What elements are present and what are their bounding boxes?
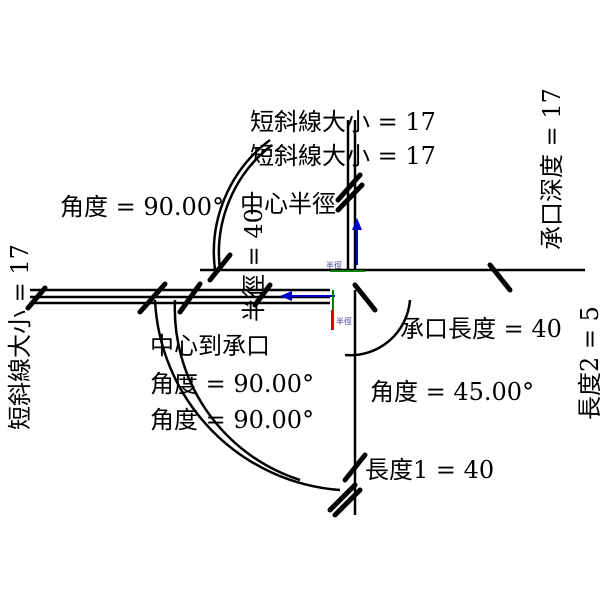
tick-size-label-left[interactable]: 短斜線大小 = 17 [6, 244, 34, 430]
dimension-ticks [25, 172, 513, 518]
length2-label[interactable]: 長度2 = 5 [576, 306, 600, 420]
tick-size-label-top-1[interactable]: 短斜線大小 = 17 [250, 108, 436, 136]
arc-right [344, 299, 412, 357]
center-to-socket-label[interactable]: 中心到承口 [150, 332, 270, 360]
radius-label[interactable]: 半徑 = 40 [240, 208, 268, 322]
pipe-geometry [30, 120, 585, 515]
length1-label[interactable]: 長度1 = 40 [365, 456, 494, 484]
tick-size-label-top-2[interactable]: 短斜線大小 = 17 [250, 142, 436, 170]
socket-length-label[interactable]: 承口長度 = 40 [400, 315, 562, 343]
handle-radius-label-1[interactable]: 半徑 [326, 260, 342, 270]
angle-label-top[interactable]: 角度 = 90.00° [60, 193, 224, 221]
socket-depth-label[interactable]: 承口深度 = 17 [538, 88, 566, 250]
arc-bottom-outer [153, 299, 341, 492]
arrow-left-icon [280, 291, 292, 301]
arrow-up-icon [352, 218, 362, 230]
arc-bottom-inner [173, 299, 301, 482]
angle-label-right[interactable]: 角度 = 45.00° [370, 378, 534, 406]
angle-label-bottom-1[interactable]: 角度 = 90.00° [150, 370, 314, 398]
angle-label-bottom-2[interactable]: 角度 = 90.00° [150, 406, 314, 434]
axis-gizmo[interactable]: 半徑 半徑 [280, 218, 365, 330]
handle-radius-label-2[interactable]: 半徑 [336, 316, 352, 326]
arc-top-inner [217, 144, 273, 271]
arc-top [212, 138, 271, 271]
center-radius-label[interactable]: 中心半徑 [240, 190, 336, 218]
